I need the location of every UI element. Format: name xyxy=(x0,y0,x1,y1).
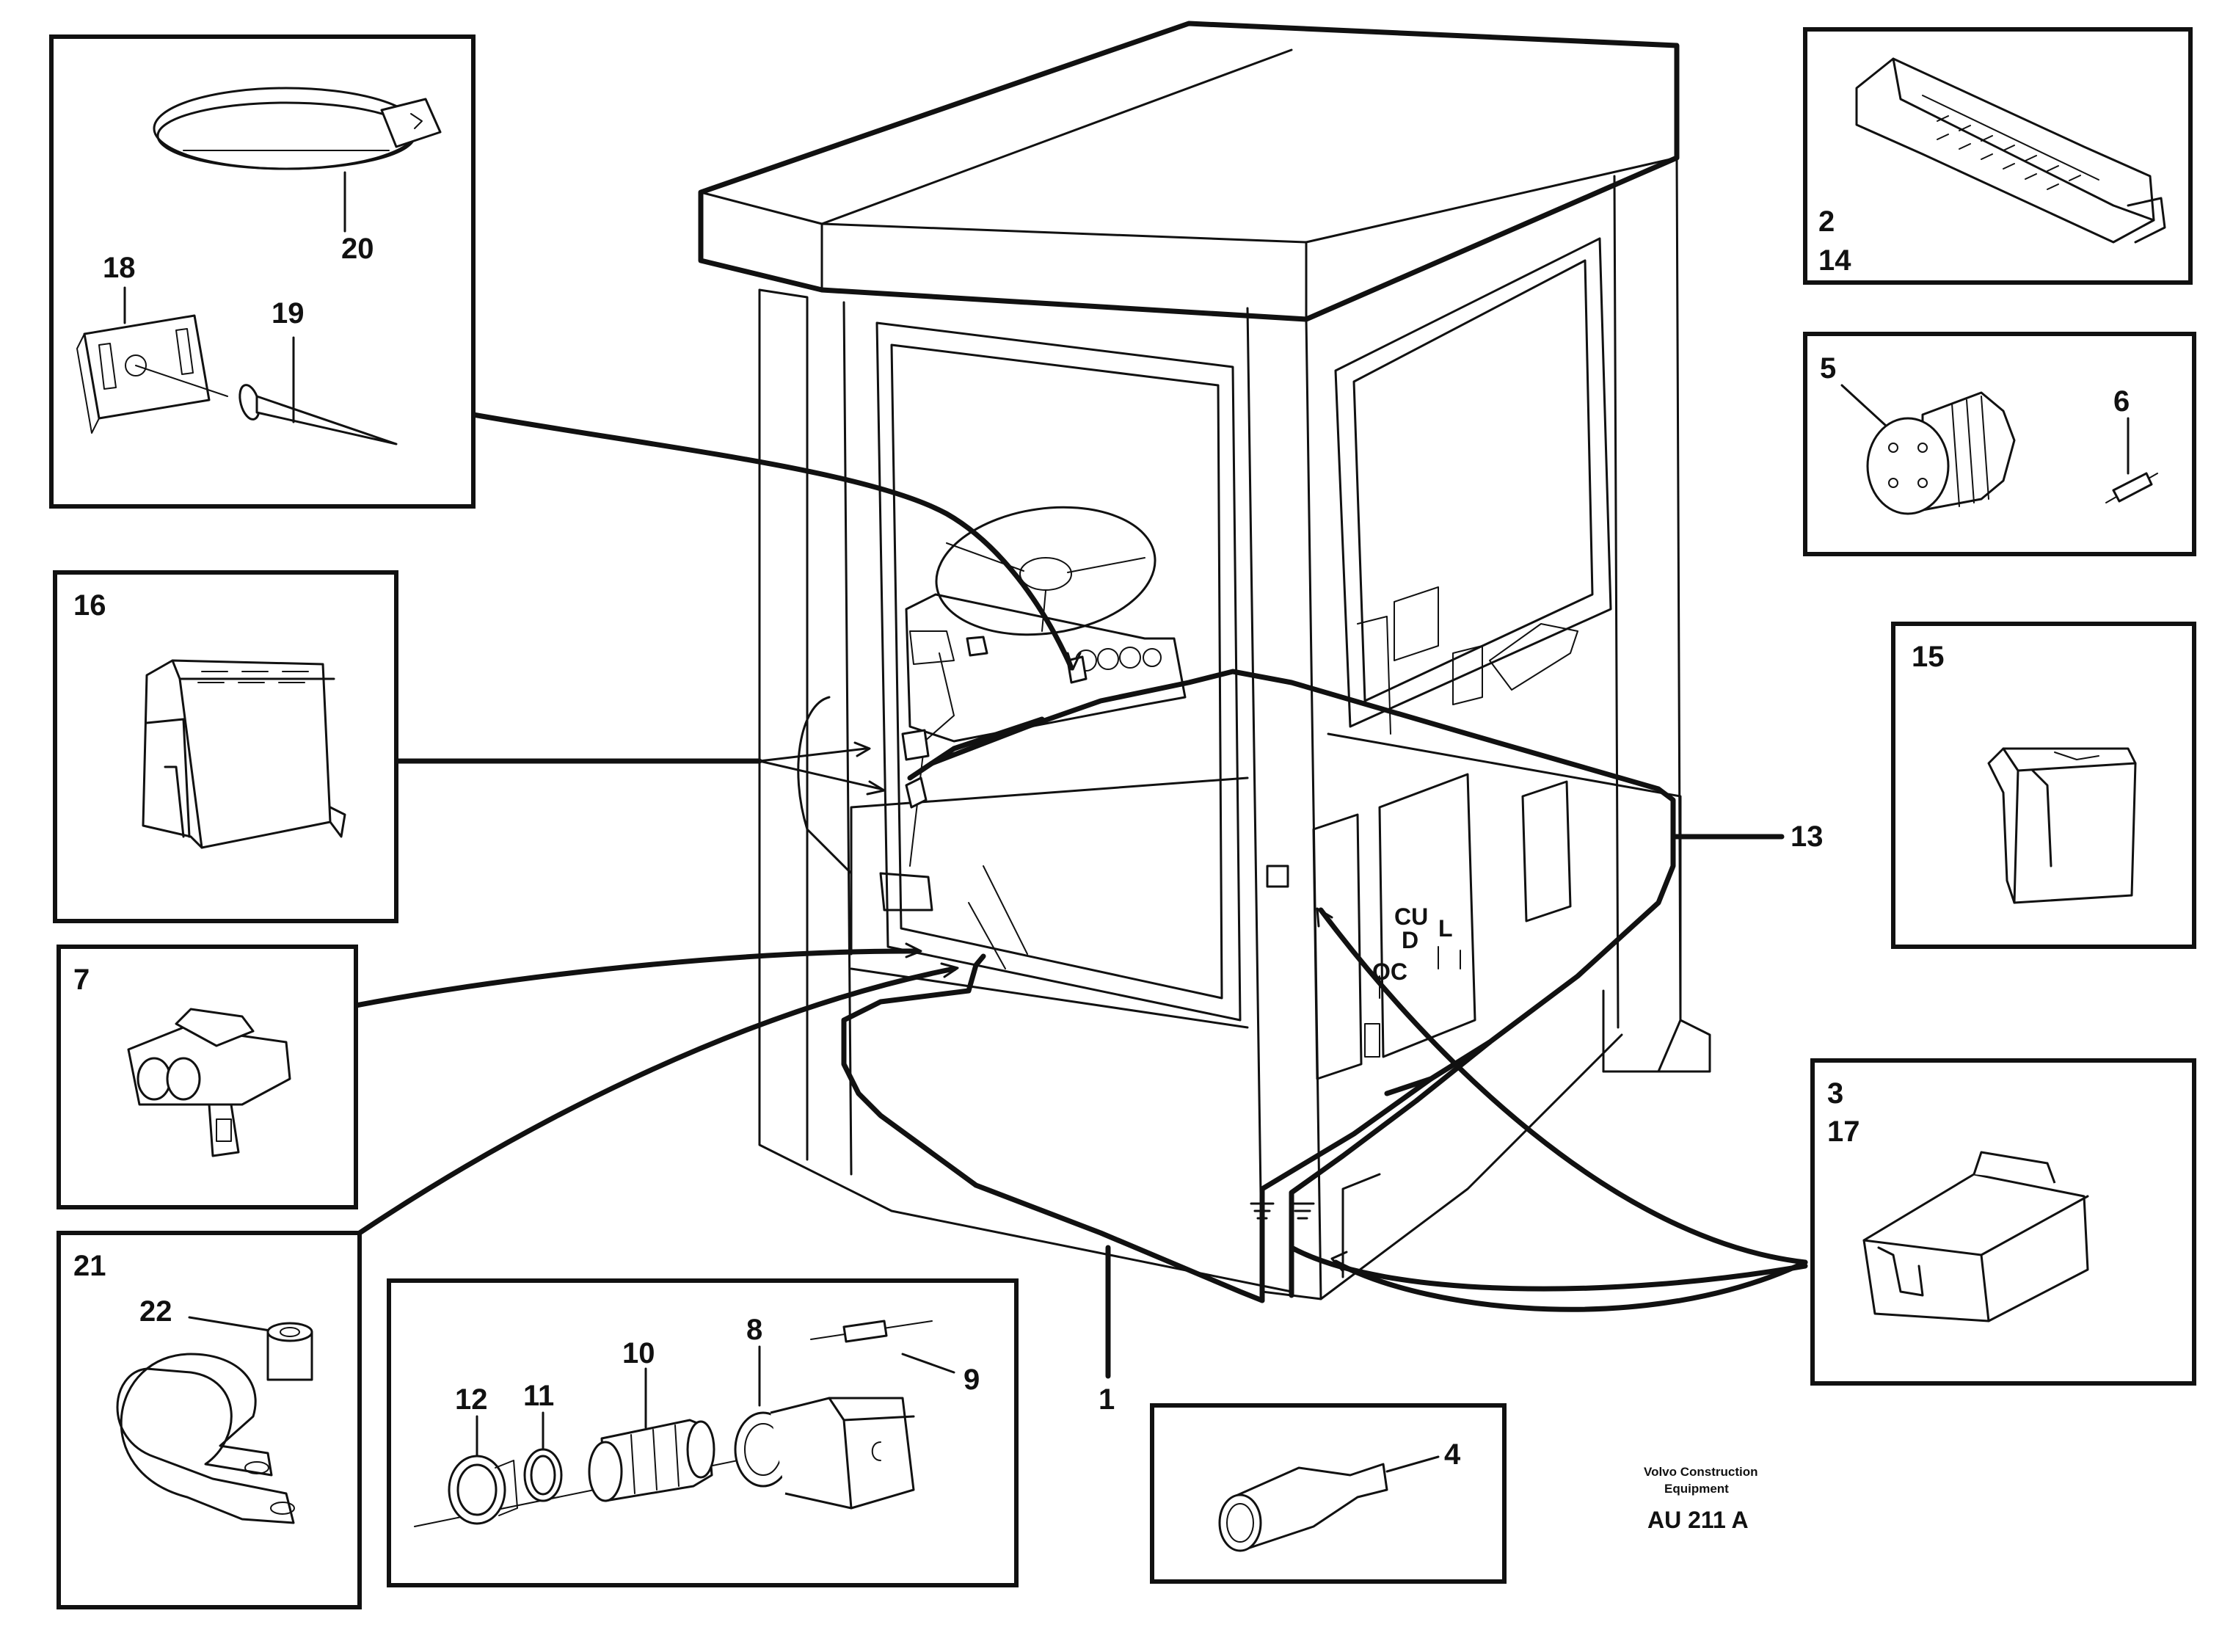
nail xyxy=(135,365,398,445)
box-housing-15: 15 xyxy=(1891,622,2196,949)
box-connector-2-14: 2 14 xyxy=(1803,27,2193,285)
callout-6: 6 xyxy=(2113,385,2130,418)
cab-illustration: CU D L OC xyxy=(698,21,1711,1300)
callout-4: 4 xyxy=(1444,1438,1461,1471)
box-housing-3-17: 3 17 xyxy=(1810,1058,2196,1386)
callout-1: 1 xyxy=(1099,1383,1115,1416)
callout-10: 10 xyxy=(622,1337,655,1369)
callout-17: 17 xyxy=(1827,1116,1860,1148)
box-connector-5-6: 5 6 xyxy=(1803,332,2196,556)
callout-12: 12 xyxy=(455,1383,488,1416)
callout-11: 11 xyxy=(523,1380,554,1412)
box-fasteners: 20 18 19 xyxy=(49,34,476,509)
callout-18: 18 xyxy=(103,252,136,284)
wiring-harness xyxy=(841,636,1676,1303)
marking-cu: CU xyxy=(1394,903,1428,930)
box-clamp-21: 21 22 xyxy=(57,1231,362,1609)
callout-9: 9 xyxy=(964,1364,980,1396)
drawing-code: AU 211 A xyxy=(1647,1507,1749,1533)
callout-2: 2 xyxy=(1818,205,1835,238)
callout-15: 15 xyxy=(1912,641,1945,673)
cable-tie xyxy=(153,87,442,170)
callout-5: 5 xyxy=(1820,352,1836,385)
callout-3: 3 xyxy=(1827,1077,1843,1110)
ground-symbol-right xyxy=(1290,1202,1315,1220)
callout-8: 8 xyxy=(746,1314,762,1346)
callout-16: 16 xyxy=(73,589,106,622)
clip xyxy=(76,314,211,434)
box-plug-assembly: 8 9 10 11 12 xyxy=(387,1278,1019,1587)
ground-symbol-left xyxy=(1250,1202,1275,1220)
brand-line-1: Volvo Construction xyxy=(1644,1465,1758,1479)
box-boot-4: 4 xyxy=(1150,1403,1507,1584)
callout-7: 7 xyxy=(73,964,90,996)
callout-21: 21 xyxy=(73,1250,106,1282)
marking-l: L xyxy=(1438,915,1453,942)
callout-13: 13 xyxy=(1791,820,1824,853)
brand-line-2: Equipment xyxy=(1664,1482,1729,1496)
callout-22: 22 xyxy=(139,1295,172,1328)
leader-lines xyxy=(353,412,1808,1379)
box-clamp-7: 7 xyxy=(57,945,358,1209)
marking-d: D xyxy=(1402,927,1418,953)
callout-14: 14 xyxy=(1818,244,1851,277)
callout-20: 20 xyxy=(341,233,374,265)
callout-19: 19 xyxy=(272,297,305,330)
box-relay-16: 16 xyxy=(53,570,398,923)
